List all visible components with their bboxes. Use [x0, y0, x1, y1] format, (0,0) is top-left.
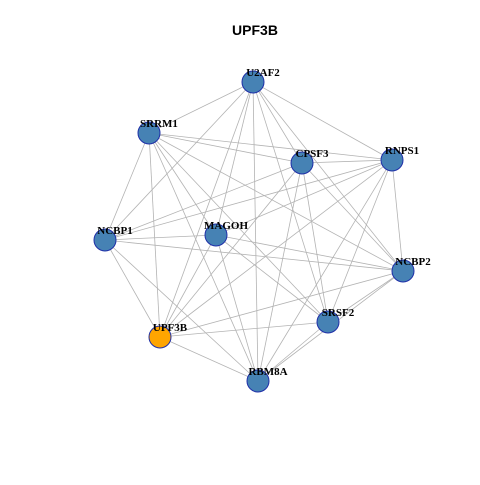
node-ncbp1[interactable]: NCBP1 [93, 225, 133, 252]
edge-u2af2-srsf2 [252, 81, 329, 323]
node-circle-ncbp2[interactable] [391, 259, 415, 283]
edge-srsf2-rbm8a [257, 321, 329, 382]
edge-srrm1-rnps1 [148, 132, 393, 161]
edge-cpsf3-srsf2 [301, 162, 329, 323]
node-label-srsf2: SRSF2 [322, 307, 355, 319]
edge-srrm1-ncbp2 [148, 132, 404, 272]
edge-srrm1-cpsf3 [148, 132, 303, 164]
node-circle-upf3b[interactable] [148, 325, 172, 349]
edge-cpsf3-rbm8a [257, 162, 303, 382]
node-label-rbm8a: RBM8A [248, 366, 287, 378]
edge-u2af2-rbm8a [252, 81, 259, 382]
node-circle-ncbp1[interactable] [93, 228, 117, 252]
node-circle-rbm8a[interactable] [246, 369, 270, 393]
edge-u2af2-rnps1 [252, 81, 393, 161]
edge-rnps1-upf3b [159, 159, 393, 338]
edge-ncbp1-upf3b [104, 239, 161, 338]
node-circle-u2af2[interactable] [241, 70, 265, 94]
node-label-rnps1: RNPS1 [385, 145, 419, 157]
node-srsf2[interactable]: SRSF2 [316, 307, 355, 334]
edge-ncbp1-rbm8a [104, 239, 259, 382]
node-label-magoh: MAGOH [204, 220, 248, 232]
node-circle-srrm1[interactable] [137, 121, 161, 145]
edge-rnps1-rbm8a [257, 159, 393, 382]
node-label-srrm1: SRRM1 [140, 118, 178, 130]
node-cpsf3[interactable]: CPSF3 [290, 148, 330, 175]
edge-u2af2-magoh [215, 81, 254, 236]
edge-ncbp2-srsf2 [327, 270, 404, 323]
node-srrm1[interactable]: SRRM1 [137, 118, 178, 145]
node-label-upf3b: UPF3B [153, 322, 188, 334]
edge-cpsf3-ncbp1 [104, 162, 303, 241]
edge-magoh-ncbp2 [215, 234, 404, 272]
node-u2af2[interactable]: U2AF2 [241, 67, 280, 94]
edge-u2af2-srrm1 [148, 81, 254, 134]
edge-cpsf3-ncbp2 [301, 162, 404, 272]
edge-u2af2-upf3b [159, 81, 254, 338]
edge-srrm1-magoh [148, 132, 217, 236]
edge-srsf2-upf3b [159, 321, 329, 338]
node-rbm8a[interactable]: RBM8A [246, 366, 288, 393]
edge-rnps1-ncbp1 [104, 159, 393, 241]
edge-u2af2-ncbp2 [252, 81, 404, 272]
edge-rnps1-ncbp2 [391, 159, 404, 272]
node-magoh[interactable]: MAGOH [204, 220, 248, 247]
node-label-u2af2: U2AF2 [246, 67, 280, 79]
edge-rnps1-magoh [215, 159, 393, 236]
edge-magoh-upf3b [159, 234, 217, 338]
node-circle-rnps1[interactable] [380, 148, 404, 172]
node-label-cpsf3: CPSF3 [296, 148, 330, 160]
edge-magoh-rbm8a [215, 234, 259, 382]
edge-ncbp2-upf3b [159, 270, 404, 338]
node-label-ncbp1: NCBP1 [97, 225, 132, 237]
diagram-title: UPF3B [232, 22, 278, 38]
edge-srrm1-srsf2 [148, 132, 329, 323]
edge-magoh-srsf2 [215, 234, 329, 323]
node-circle-magoh[interactable] [204, 223, 228, 247]
node-upf3b[interactable]: UPF3B [148, 322, 188, 349]
edge-ncbp1-ncbp2 [104, 239, 404, 272]
edge-srrm1-upf3b [148, 132, 161, 338]
node-rnps1[interactable]: RNPS1 [380, 145, 419, 172]
edge-srrm1-ncbp1 [104, 132, 150, 241]
edge-u2af2-cpsf3 [252, 81, 303, 164]
edge-cpsf3-upf3b [159, 162, 303, 338]
edge-magoh-ncbp1 [104, 234, 217, 241]
node-circle-cpsf3[interactable] [290, 151, 314, 175]
node-circle-srsf2[interactable] [316, 310, 340, 334]
edge-layer [104, 81, 404, 382]
edge-cpsf3-rnps1 [301, 159, 393, 164]
edge-u2af2-ncbp1 [104, 81, 254, 241]
edge-rnps1-srsf2 [327, 159, 393, 323]
node-ncbp2[interactable]: NCBP2 [391, 256, 431, 283]
edge-upf3b-rbm8a [159, 336, 259, 382]
node-label-ncbp2: NCBP2 [395, 256, 431, 268]
